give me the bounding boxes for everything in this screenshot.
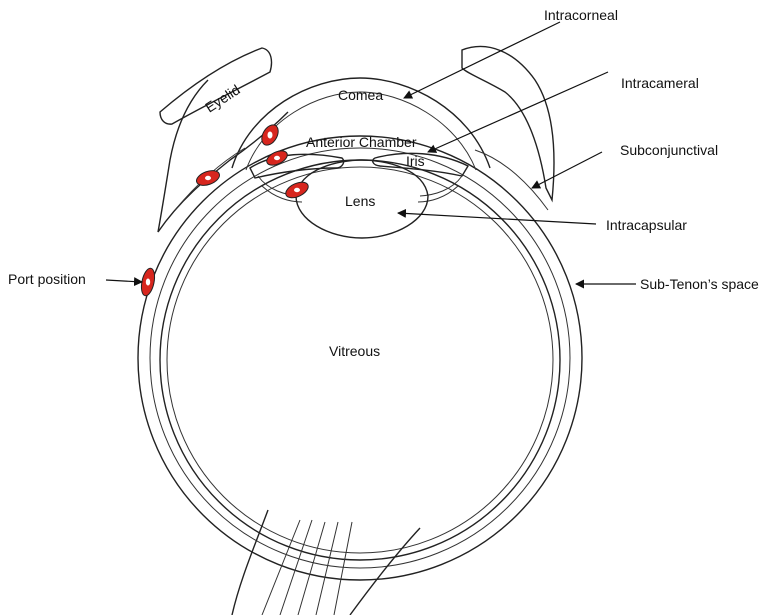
label-intracameral: Intracameral [621,75,699,91]
optic-nerve-fibers [262,520,352,615]
label-anterior-chamber: Anterior Chamber [306,134,417,150]
arrow-intracorneal [404,22,560,98]
label-iris: Iris [406,153,425,169]
retina-outer [160,160,560,560]
label-intracorneal: Intracorneal [544,7,618,23]
label-lens: Lens [345,193,375,209]
label-sub-tenon: Sub-Tenon’s space [640,276,759,292]
upper-eyelid-right [462,47,554,200]
port-marker-intracapsular [283,179,310,201]
label-intracapsular: Intracapsular [606,217,687,233]
label-port-position: Port position [8,271,86,287]
upper-eyelid-left [160,48,271,124]
port-marker-intracorneal [258,122,281,148]
label-eyelid: Eyelid [202,81,243,115]
arrow-intracameral [428,72,608,152]
ciliary-body-right [418,176,462,202]
label-subconjunctival: Subconjunctival [620,142,718,158]
arrow-port-position [106,280,142,282]
retina-inner [167,167,553,553]
label-cornea: Comea [338,87,383,103]
label-vitreous: Vitreous [329,343,380,359]
